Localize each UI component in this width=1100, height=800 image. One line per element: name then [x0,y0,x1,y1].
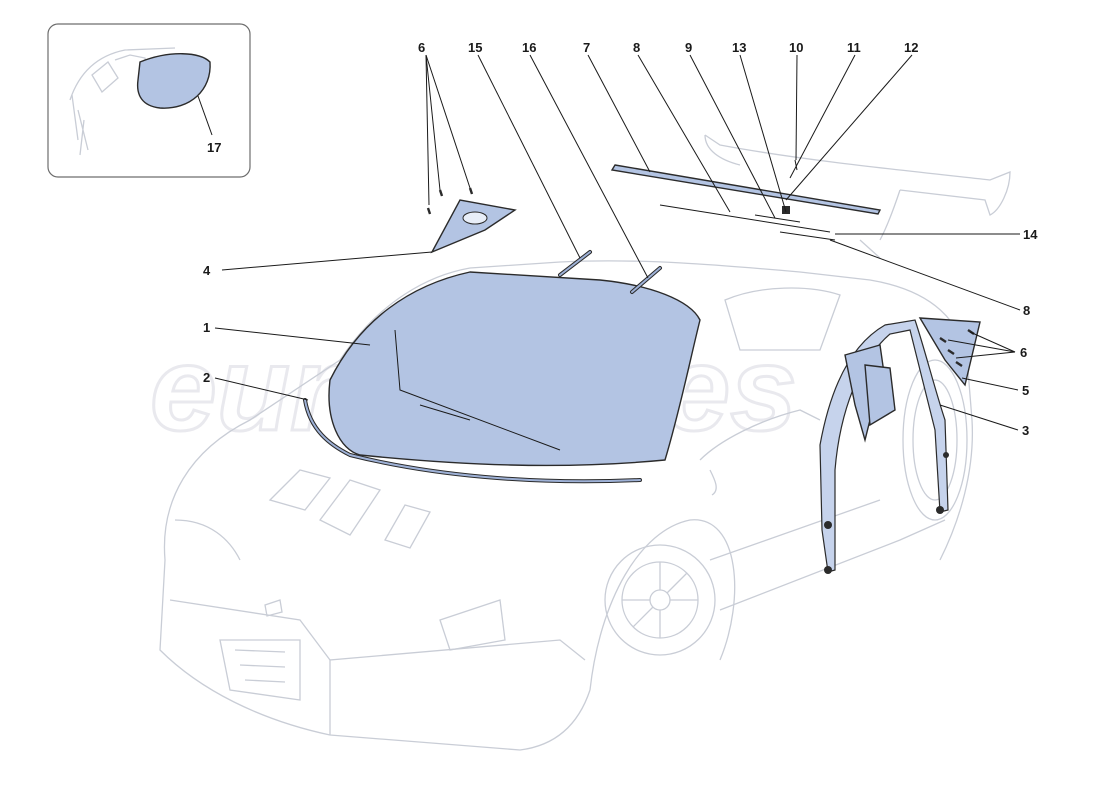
callout-2: 2 [203,370,210,385]
fixing-screw [794,159,798,171]
callout-16: 16 [522,40,536,55]
windscreen [328,271,701,467]
callout-7: 7 [583,40,590,55]
callout-10: 10 [789,40,803,55]
callout-9: 9 [685,40,692,55]
mirror-inset: 17 [47,23,251,178]
callout-12: 12 [904,40,918,55]
front-quarter-glass [426,187,517,254]
door-glass [819,319,949,574]
rear-wing [704,134,1011,241]
callout-17: 17 [207,140,221,155]
leader-lines [214,54,1021,431]
rear-quarter-glass [918,317,981,387]
rear-seal-strip [659,204,831,233]
callout-14: 14 [1023,227,1038,242]
windscreen-seal-highlight [304,399,641,483]
callout-8-top: 8 [633,40,640,55]
callout-11: 11 [847,40,861,55]
rear-screen [610,164,882,215]
rear-seal-lower [779,231,836,241]
callout-15: 15 [468,40,482,55]
fixing-clip [782,206,790,214]
roof-strip-left-highlight [559,251,591,276]
callout-6-right: 6 [1020,345,1027,360]
callout-4: 4 [203,263,211,278]
callout-6-top: 6 [418,40,425,55]
callout-1: 1 [203,320,210,335]
roof-strip-right-highlight [631,267,661,293]
callout-3: 3 [1022,423,1029,438]
callout-8-right: 8 [1023,303,1030,318]
callout-5: 5 [1022,383,1029,398]
callout-13: 13 [732,40,746,55]
rear-seal-clip [754,214,801,223]
callout-labels: 6 15 16 7 8 9 13 10 11 12 14 8 6 5 3 4 1… [203,40,1038,438]
car-outline [159,239,974,751]
